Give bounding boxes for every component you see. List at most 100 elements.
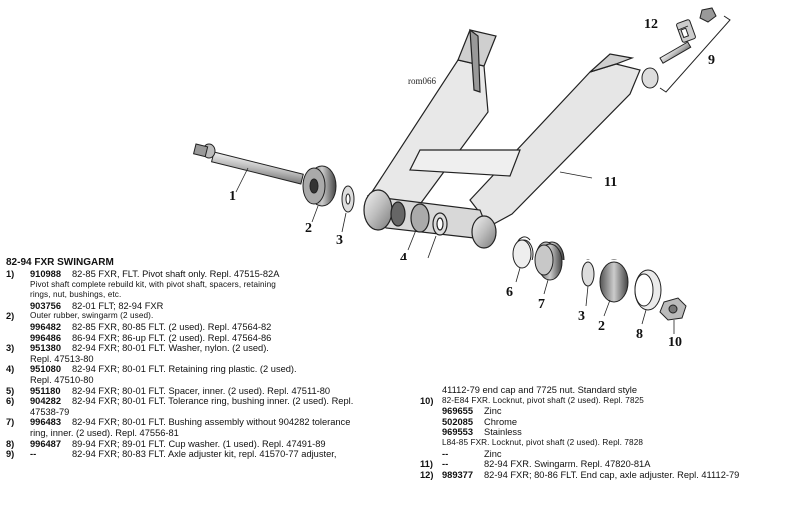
parts-list-line: Pivot shaft complete rebuild kit, with p… <box>6 280 406 291</box>
item-number: 6) <box>6 396 15 407</box>
part-description: 82-94 FXR; 80-01 FLT. Washer, nylon. (2 … <box>72 343 269 354</box>
part-description: rings, nut, bushings, etc. <box>30 290 122 300</box>
parts-list-line: rings, nut, bushings, etc. <box>6 290 406 301</box>
part-number: 951380 <box>30 343 62 354</box>
part-number: 969553 <box>442 427 474 438</box>
parts-list-line: Repl. 47513-80 <box>6 354 406 365</box>
callout-3-right: 3 <box>578 309 585 324</box>
part-number: 996482 <box>30 322 62 332</box>
callout-1: 1 <box>229 189 236 204</box>
leader-lines <box>235 25 689 259</box>
callout-10: 10 <box>668 335 682 350</box>
adjuster-kit-bracket <box>659 15 731 93</box>
part-description: Outer rubber, swingarm (2 used). <box>30 311 154 321</box>
part-number: 951080 <box>30 364 62 375</box>
part-number: 502085 <box>442 416 474 427</box>
rubber-icon <box>599 261 629 303</box>
part-description: Stainless <box>484 427 522 438</box>
part-description: 86-94 FXR; 86-up FLT. (2 used). Repl. 47… <box>72 332 272 343</box>
parts-list-line: 10) 82-E84 FXR. Locknut, pivot shaft (2 u… <box>420 396 800 407</box>
parts-list-line: L84-85 FXR. Locknut, pivot shaft (2 used… <box>420 438 800 449</box>
item-number: 5) <box>6 385 15 396</box>
callout-5: 5 <box>423 259 430 260</box>
diagram-code-label: rom066 <box>408 76 436 86</box>
parts-list-line: 1) 910988 82-85 FXR, FLT. Pivot shaft only… <box>6 269 406 280</box>
parts-list-line: 969553 Stainless <box>420 427 800 438</box>
item-number: 9) <box>6 449 15 460</box>
outer-rubber-part <box>302 165 337 207</box>
axle-adjuster-part <box>641 7 717 89</box>
parts-list-line: 996486 86-94 FXR; 86-up FLT. (2 used). Re… <box>6 333 406 344</box>
part-description: L84-85 FXR. Locknut, pivot shaft (2 used… <box>442 438 643 447</box>
item-number: 4) <box>6 364 15 375</box>
parts-list-line: 9) -- 82-94 FXR; 80-83 FLT. Axle adjuster … <box>6 449 406 460</box>
part-number: 996487 <box>30 438 62 449</box>
part-description: 82-01 FLT; 82-94 FXR <box>72 300 164 311</box>
item-number: 10) <box>420 395 434 406</box>
callout-4: 4 <box>400 251 407 260</box>
part-description: Repl. 47510-80 <box>30 375 94 385</box>
part-number: 996486 <box>30 332 62 343</box>
washer-icon <box>581 261 595 287</box>
part-description: 82-94 FXR; 80-01 FLT. Spacer, inner. (2 … <box>72 385 331 396</box>
item-number: 1) <box>6 269 15 279</box>
callout-2-right: 2 <box>598 319 605 334</box>
part-description: Chrome <box>484 416 518 427</box>
part-description: Pivot shaft complete rebuild kit, with p… <box>30 279 276 289</box>
part-number: 903756 <box>30 300 62 311</box>
part-number: 951180 <box>30 385 61 396</box>
part-number: 996483 <box>30 417 62 428</box>
part-description: 82-E84 FXR. Locknut, pivot shaft (2 used… <box>442 395 644 405</box>
part-number: 904282 <box>30 396 62 407</box>
item-number: 2) <box>6 311 15 322</box>
parts-list-line: 7) 996483 82-94 FXR; 80-01 FLT. Bushing as… <box>6 417 406 428</box>
callout-8: 8 <box>636 327 643 342</box>
parts-list-line: 903756 82-01 FLT; 82-94 FXR <box>6 301 406 312</box>
callout-12: 12 <box>644 17 658 32</box>
callout-6: 6 <box>506 285 513 300</box>
parts-list-line: 996482 82-85 FXR, 80-85 FLT. (2 used). Re… <box>6 322 406 333</box>
callout-9: 9 <box>708 53 715 68</box>
item-number: 11) <box>420 459 433 470</box>
item-number: 7) <box>6 417 15 428</box>
part-description: 82-85 FXR, FLT. Pivot shaft only. Repl. … <box>72 269 280 279</box>
part-description: Repl. 47513-80 <box>30 353 94 364</box>
nylon-washer-part <box>341 185 355 213</box>
pivot-shaft-part <box>192 143 304 185</box>
parts-list-line: 47538-79 <box>6 407 406 418</box>
part-number: 910988 <box>30 269 62 279</box>
parts-list-line: ring, inner. (2 used). Repl. 47556-81 <box>6 428 406 439</box>
part-description: 82-94 FXR; 80-01 FLT. Tolerance ring, bu… <box>72 396 354 407</box>
part-description: Zinc <box>484 448 502 459</box>
part-description: 82-94 FXR; 80-01 FLT. Retaining ring pla… <box>72 364 297 375</box>
parts-list-line: --Zinc <box>420 449 800 460</box>
callout-11: 11 <box>604 175 617 190</box>
part-description: 89-94 FXR; 89-01 FLT. Cup washer. (1 use… <box>72 438 326 449</box>
parts-list-line: 2) Outer rubber, swingarm (2 used). <box>6 311 406 322</box>
part-number: 989377 <box>442 469 474 480</box>
part-description: 82-94 FXR; 80-83 FLT. Axle adjuster kit,… <box>72 449 337 460</box>
parts-list-line: 4) 951080 82-94 FXR; 80-01 FLT. Retaining … <box>6 364 406 375</box>
diagram-lower-right: 6 7 3 2 8 10 <box>506 239 687 350</box>
parts-list-line: 502085 Chrome <box>420 417 800 428</box>
callout-3: 3 <box>336 233 343 248</box>
parts-list-line: 11) -- 82-94 FXR. Swingarm. Repl. 47820-81… <box>420 459 800 470</box>
part-number: -- <box>442 459 449 470</box>
part-number: -- <box>30 449 37 460</box>
parts-list-line: 5) 951180 82-94 FXR; 80-01 FLT. Spacer, in… <box>6 386 406 397</box>
swingarm-part <box>363 28 641 249</box>
item-number: 12) <box>420 469 434 480</box>
part-description: 47538-79 <box>30 406 70 417</box>
part-description: ring, inner. (2 used). Repl. 47556-81 <box>30 428 179 438</box>
part-description: 41112-79 end cap and 7725 nut. Standard … <box>442 385 638 395</box>
part-description: 82-85 FXR, 80-85 FLT. (2 used). Repl. 47… <box>72 322 272 332</box>
parts-list-line: 41112-79 end cap and 7725 nut. Standard … <box>420 385 800 396</box>
parts-list-line: Repl. 47510-80 <box>6 375 406 386</box>
swingarm-exploded-diagram: rom066 <box>192 7 731 260</box>
part-description: Zinc <box>484 406 502 417</box>
tolerance-ring-icon <box>512 239 532 269</box>
part-description: 82-94 FXR; 80-01 FLT. Bushing assembly w… <box>72 417 351 428</box>
part-description: 82-94 FXR. Swingarm. Repl. 47820-81A <box>484 459 651 470</box>
